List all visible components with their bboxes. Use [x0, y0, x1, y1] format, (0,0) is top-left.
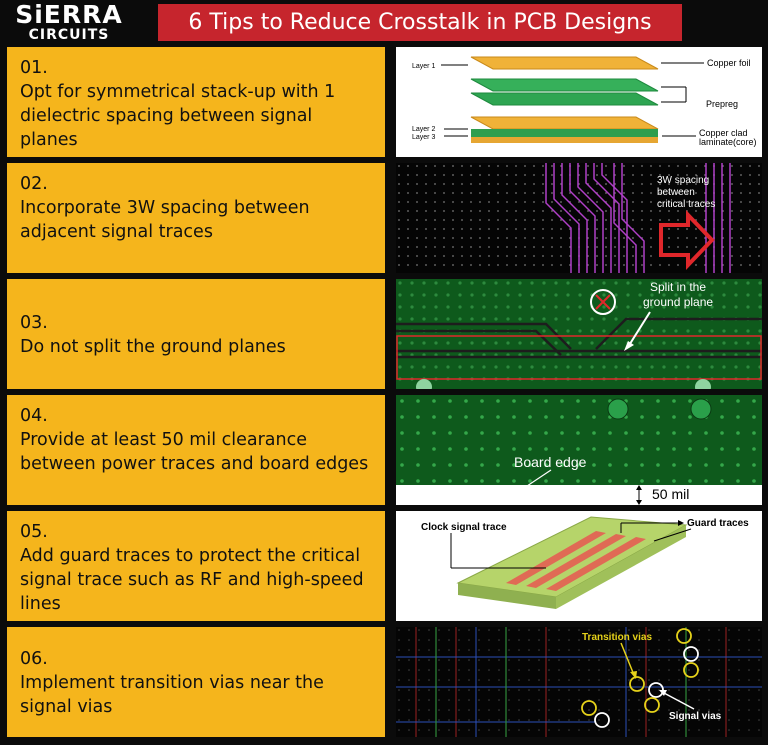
ground-plane-illustration: Split in the ground plane	[396, 279, 762, 389]
signal-vias-label: Signal vias	[669, 711, 722, 722]
tip-text: Provide at least 50 mil clearance betwee…	[20, 430, 369, 474]
tip-card-4: 04. Provide at least 50 mil clearance be…	[7, 395, 385, 505]
guard-traces-label: Guard traces	[687, 518, 749, 529]
layer1-label: Layer 1	[412, 63, 435, 70]
3w-label-line2: between	[657, 187, 695, 198]
tip-number: 02.	[20, 174, 48, 194]
page-title: 6 Tips to Reduce Crosstalk in PCB Design…	[158, 4, 682, 41]
laminate-label: laminate(core)	[699, 137, 757, 147]
tip-number: 04.	[20, 406, 48, 426]
copper-foil-label: Copper foil	[707, 58, 751, 68]
logo-line2: CIRCUITS	[28, 27, 110, 43]
tip-card-5: 05. Add guard traces to protect the crit…	[7, 511, 385, 621]
copper-clad-label: Copper clad	[699, 128, 748, 138]
tip-text: Incorporate 3W spacing between adjacent …	[20, 198, 310, 242]
tip-text: Implement transition vias near the signa…	[20, 673, 324, 717]
tip-number: 01.	[20, 58, 48, 78]
tip-card-1: 01. Opt for symmetrical stack-up with 1 …	[7, 47, 385, 157]
3w-spacing-svg: 3W spacing between critical traces	[396, 163, 762, 273]
3w-spacing-illustration: 3W spacing between critical traces	[396, 163, 762, 273]
split-label-line2: ground plane	[643, 295, 713, 309]
transition-vias-label: Transition vias	[582, 632, 652, 643]
tip-text: Add guard traces to protect the critical…	[20, 546, 364, 614]
tip-text: Opt for symmetrical stack-up with 1 diel…	[20, 82, 336, 150]
guard-traces-illustration: Clock signal trace Guard traces	[396, 511, 762, 621]
clearance-label: 50 mil	[652, 486, 689, 502]
tip-number: 05.	[20, 522, 48, 542]
layer3-label: Layer 3	[412, 134, 435, 141]
logo-line1: SiERRA	[15, 0, 123, 29]
tip-card-3: 03. Do not split the ground planes	[7, 279, 385, 389]
split-label-line1: Split in the	[650, 280, 706, 294]
tip-number: 06.	[20, 649, 48, 669]
sierra-circuits-logo: SiERRA CIRCUITS	[10, 0, 128, 43]
3w-label-line3: critical traces	[657, 199, 715, 210]
tip-number: 03.	[20, 313, 48, 333]
stackup-svg: Layer 1 Layer 2 Layer 3 Copper foil Prep…	[412, 56, 757, 147]
clock-trace-label: Clock signal trace	[421, 522, 507, 533]
guard-traces-svg: Clock signal trace Guard traces	[421, 516, 749, 609]
tip-text: Do not split the ground planes	[20, 337, 286, 357]
layer2-label: Layer 2	[412, 126, 435, 133]
transition-vias-illustration: Transition vias Signal vias	[396, 627, 762, 737]
board-edge-illustration: Board edge 50 mil	[396, 395, 762, 505]
3w-label-line1: 3W spacing	[657, 175, 709, 186]
tip-card-2: 02. Incorporate 3W spacing between adjac…	[7, 163, 385, 273]
board-edge-svg: Board edge 50 mil	[396, 395, 762, 505]
tip-card-6: 06. Implement transition vias near the s…	[7, 627, 385, 737]
stackup-illustration: Layer 1 Layer 2 Layer 3 Copper foil Prep…	[396, 47, 762, 157]
ground-plane-svg: Split in the ground plane	[396, 279, 762, 389]
prepreg-label: Prepreg	[706, 99, 738, 109]
transition-vias-svg: Transition vias Signal vias	[396, 627, 762, 737]
board-edge-label: Board edge	[514, 454, 587, 470]
header: SiERRA CIRCUITS 6 Tips to Reduce Crossta…	[0, 0, 768, 44]
